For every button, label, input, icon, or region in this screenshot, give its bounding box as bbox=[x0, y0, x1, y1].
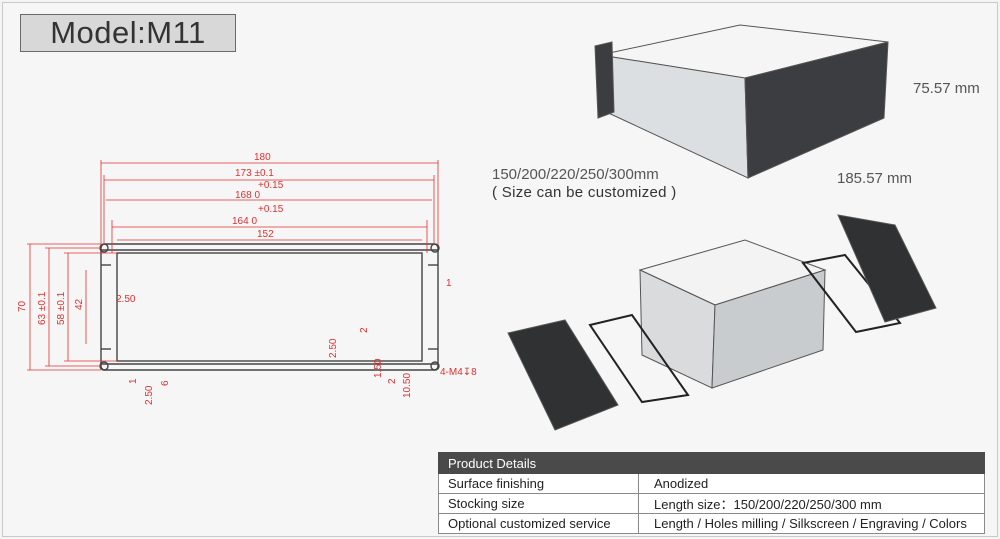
dim-1-right: 1 bbox=[446, 278, 452, 289]
dim-tol-2: +0.15 bbox=[258, 204, 284, 215]
dim-58: 58 ±0.1 bbox=[56, 291, 67, 325]
row-value: Anodized bbox=[654, 476, 709, 491]
left-dimension-lines bbox=[27, 243, 117, 371]
table-row: Optional customized service Length / Hol… bbox=[438, 514, 985, 534]
row-label: Surface finishing bbox=[439, 474, 639, 493]
dim-1-bot: 1 bbox=[128, 378, 139, 384]
dim-168: 168 0 bbox=[235, 190, 260, 201]
dim-180: 180 bbox=[254, 152, 271, 163]
width-dimension-label: 185.57 mm bbox=[837, 170, 913, 187]
dim-152: 152 bbox=[257, 229, 274, 240]
dim-10-50: 10.50 bbox=[402, 373, 413, 398]
dim-1-50: 1.50 bbox=[373, 358, 384, 378]
size-customized-note: ( Size can be customized ) bbox=[492, 184, 677, 201]
dim-2-bot: 2 bbox=[387, 378, 398, 384]
dim-6: 6 bbox=[160, 380, 171, 386]
row-value: Length size：150/200/220/250/300 mm bbox=[654, 497, 882, 512]
dim-2-50-bot: 2.50 bbox=[144, 385, 155, 405]
enclosure-3d-view bbox=[594, 24, 889, 179]
dim-63: 63 ±0.1 bbox=[37, 291, 48, 325]
table-row: Surface finishing Anodized bbox=[438, 474, 985, 494]
row-label: Stocking size bbox=[439, 494, 639, 513]
dim-164: 164 0 bbox=[232, 216, 257, 227]
exploded-view bbox=[507, 214, 937, 431]
dim-2-50-left: 2.50 bbox=[116, 294, 136, 305]
dim-2-top: 2 bbox=[359, 327, 370, 333]
dim-2-50-mid: 2.50 bbox=[328, 338, 339, 358]
length-dimension-label: 150/200/220/250/300mm bbox=[492, 166, 659, 183]
product-details-table: Product Details Surface finishing Anodiz… bbox=[438, 452, 985, 534]
dim-70: 70 bbox=[17, 300, 28, 312]
dim-tol-1: +0.15 bbox=[258, 180, 284, 191]
dim-thread: 4-M4↧8 bbox=[440, 367, 477, 378]
table-header: Product Details bbox=[438, 452, 985, 474]
top-dimension-lines bbox=[100, 160, 439, 253]
model-badge: Model:M11 bbox=[20, 14, 236, 52]
row-label: Optional customized service bbox=[439, 514, 639, 533]
dim-173: 173 ±0.1 bbox=[235, 168, 274, 179]
table-row: Stocking size Length size：150/200/220/25… bbox=[438, 494, 985, 514]
height-dimension-label: 75.57 mm bbox=[913, 80, 980, 97]
profile-outline bbox=[99, 243, 440, 371]
row-value: Length / Holes milling / Silkscreen / En… bbox=[654, 516, 967, 531]
dim-42: 42 bbox=[74, 298, 85, 310]
